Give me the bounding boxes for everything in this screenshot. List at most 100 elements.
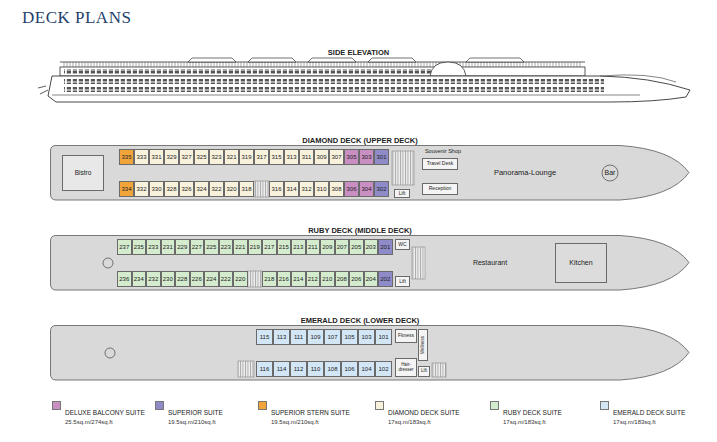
cabin: 316 bbox=[269, 181, 284, 197]
room-label: 322 bbox=[211, 186, 221, 192]
room-label: Bar bbox=[605, 169, 616, 176]
room-label: 113 bbox=[277, 334, 287, 340]
legend-swatch bbox=[52, 401, 61, 410]
stairs bbox=[254, 181, 269, 197]
room-label: Souvenir Shop bbox=[425, 149, 461, 155]
deck-hull: RUBY DECK (MIDDLE DECK)23723523323122922… bbox=[50, 235, 690, 291]
room-label: 215 bbox=[279, 244, 289, 250]
room-area: Bar bbox=[595, 164, 625, 182]
hull-shape bbox=[51, 326, 690, 381]
room-label: 236 bbox=[119, 276, 129, 282]
room-label: 212 bbox=[308, 276, 318, 282]
title-text: DECK PLANS bbox=[22, 8, 131, 27]
cabin: 202 bbox=[378, 271, 393, 287]
legend-text: DELUXE BALCONY SUITE bbox=[65, 401, 145, 419]
cabin: 104 bbox=[358, 361, 375, 377]
room-label: 114 bbox=[277, 366, 287, 372]
cabin: 115 bbox=[256, 329, 273, 345]
room-area: Lift bbox=[394, 189, 410, 198]
cabin: 219 bbox=[248, 239, 263, 255]
room-area: Bistro bbox=[62, 155, 104, 191]
room-label: 210 bbox=[322, 276, 332, 282]
size-label-text: 25.5sq.m/274sq.ft bbox=[65, 419, 113, 425]
room-label: 234 bbox=[134, 276, 144, 282]
side-elevation-drawing bbox=[0, 50, 717, 112]
room-label: 223 bbox=[221, 244, 231, 250]
room-area: Panorama-Lounge bbox=[470, 157, 580, 189]
room-label: 205 bbox=[351, 244, 361, 250]
cabin: 313 bbox=[284, 149, 299, 165]
cabin: 229 bbox=[175, 239, 190, 255]
room-label: 334 bbox=[121, 186, 131, 192]
room-label: 102 bbox=[378, 366, 388, 372]
cabin: 101 bbox=[375, 329, 392, 345]
stairs bbox=[248, 271, 263, 287]
cabin: 201 bbox=[378, 239, 393, 255]
stair-spiral bbox=[103, 258, 113, 268]
legend-text: SUPERIOR SUITE bbox=[168, 401, 223, 419]
room-label: 335 bbox=[121, 154, 131, 160]
room-label: 228 bbox=[177, 276, 187, 282]
cabin: 103 bbox=[358, 329, 375, 345]
legend-label: SUPERIOR STERN SUITE bbox=[271, 409, 350, 416]
cabin: 330 bbox=[149, 181, 164, 197]
cabin: 218 bbox=[262, 271, 277, 287]
room-label: 314 bbox=[286, 186, 296, 192]
legend-text: RUBY DECK SUITE bbox=[503, 401, 562, 419]
room-label: 325 bbox=[196, 154, 206, 160]
cabin: 320 bbox=[224, 181, 239, 197]
room-label: 320 bbox=[226, 186, 236, 192]
room-label: 229 bbox=[177, 244, 187, 250]
cabin: 326 bbox=[179, 181, 194, 197]
room-label: 107 bbox=[327, 334, 337, 340]
cabin: 237 bbox=[117, 239, 132, 255]
room-label: 329 bbox=[166, 154, 176, 160]
room-label: 323 bbox=[211, 154, 221, 160]
stairs bbox=[392, 151, 414, 185]
cabin: 221 bbox=[233, 239, 248, 255]
room-label: 104 bbox=[361, 366, 371, 372]
cabin: 225 bbox=[204, 239, 219, 255]
cabin: 321 bbox=[224, 149, 239, 165]
hull-shape bbox=[51, 236, 690, 291]
room-label: 110 bbox=[311, 366, 321, 372]
cabin: 111 bbox=[290, 329, 307, 345]
room-label: 324 bbox=[196, 186, 206, 192]
cabin: 235 bbox=[132, 239, 147, 255]
room-label: 309 bbox=[316, 154, 326, 160]
cabin: 311 bbox=[299, 149, 314, 165]
cabin: 217 bbox=[262, 239, 277, 255]
cabin: 210 bbox=[320, 271, 335, 287]
cabin: 207 bbox=[335, 239, 350, 255]
room-label: Reception bbox=[429, 186, 452, 191]
cabin: 303 bbox=[359, 149, 374, 165]
room-label: 222 bbox=[221, 276, 231, 282]
room-label: 109 bbox=[310, 334, 320, 340]
room-label: 302 bbox=[376, 186, 386, 192]
room-label: 201 bbox=[380, 244, 390, 250]
room-label: 233 bbox=[148, 244, 158, 250]
room-label: Lift bbox=[421, 369, 427, 374]
room-label: 202 bbox=[380, 276, 390, 282]
cabin: 227 bbox=[190, 239, 205, 255]
room-label: 332 bbox=[136, 186, 146, 192]
cabin: 332 bbox=[134, 181, 149, 197]
cabin: 214 bbox=[291, 271, 306, 287]
section-label: SIDE ELEVATION bbox=[0, 41, 717, 59]
cabin: 327 bbox=[179, 149, 194, 165]
cabin: 116 bbox=[256, 361, 273, 377]
cabin: 236 bbox=[117, 271, 132, 287]
room-label: 211 bbox=[308, 244, 318, 250]
room-label: 221 bbox=[235, 244, 245, 250]
cabin: 106 bbox=[341, 361, 358, 377]
legend-swatch bbox=[490, 401, 499, 410]
room-label: 315 bbox=[271, 154, 281, 160]
cabin: 102 bbox=[375, 361, 392, 377]
room-label: 313 bbox=[286, 154, 296, 160]
deck-hull: DIAMOND DECK (UPPER DECK)335333331329327… bbox=[50, 145, 690, 201]
cabin: 232 bbox=[146, 271, 161, 287]
deck-heading: DIAMOND DECK (UPPER DECK) bbox=[50, 129, 670, 147]
cabin: 224 bbox=[204, 271, 219, 287]
cabin: 302 bbox=[374, 181, 389, 197]
